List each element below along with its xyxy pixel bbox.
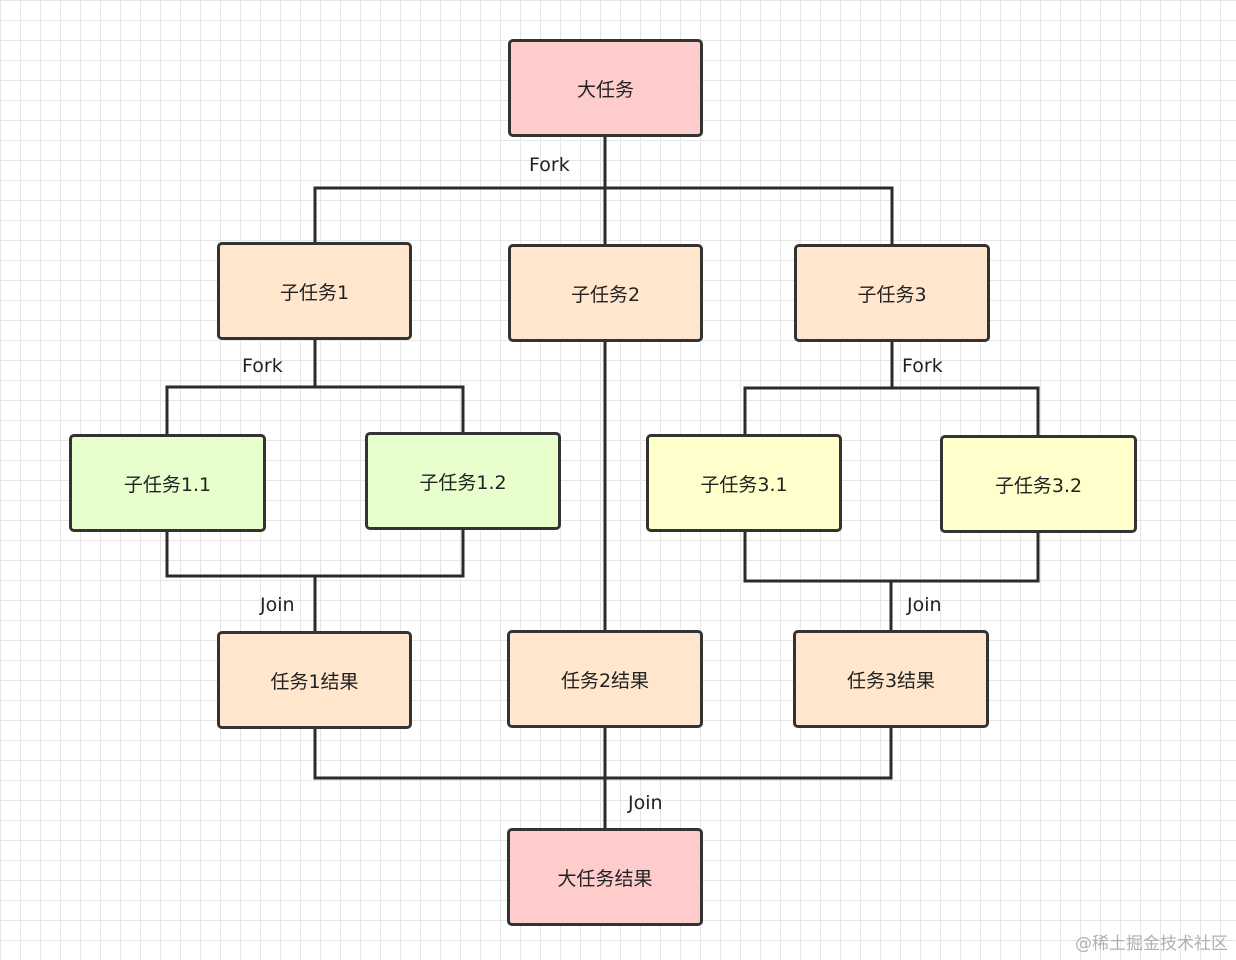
node-task-1-result: 任务1结果 <box>217 631 412 729</box>
connector-join-sub1-branches <box>165 529 465 578</box>
connector-fork-top-branches <box>313 186 894 246</box>
node-sub-task-3-1: 子任务3.1 <box>646 434 842 532</box>
node-label: 任务2结果 <box>560 669 650 692</box>
node-label: 子任务2 <box>570 283 641 306</box>
node-sub-task-2: 子任务2 <box>508 244 703 342</box>
node-label: 子任务3.2 <box>994 474 1083 497</box>
node-label: 子任务3.1 <box>700 473 788 496</box>
node-label: 大任务 <box>576 78 634 101</box>
edge-label-fork-top: Fork <box>529 154 570 176</box>
node-sub-task-1: 子任务1 <box>217 242 412 340</box>
node-label: 子任务1 <box>279 281 350 304</box>
node-label: 任务3结果 <box>846 669 936 692</box>
edge-label-join-final: Join <box>628 792 663 814</box>
node-big-task-result: 大任务结果 <box>507 828 703 926</box>
node-sub-task-3-2: 子任务3.2 <box>940 435 1137 533</box>
connector-join-sub3-branches <box>743 532 1040 583</box>
node-label: 任务1结果 <box>270 670 359 693</box>
connector-fork-sub3-branches <box>743 386 1040 437</box>
node-big-task: 大任务 <box>508 39 703 137</box>
connector-fork-sub1-branches <box>165 385 465 435</box>
watermark: @稀土掘金技术社区 <box>1075 934 1228 954</box>
node-sub-task-1-2: 子任务1.2 <box>365 432 561 530</box>
node-sub-task-3: 子任务3 <box>794 244 990 342</box>
node-label: 大任务结果 <box>557 867 653 890</box>
node-label: 子任务1.2 <box>419 471 507 494</box>
node-sub-task-1-1: 子任务1.1 <box>69 434 266 532</box>
node-label: 子任务3 <box>857 283 927 306</box>
edge-label-fork-sub-1: Fork <box>242 355 283 377</box>
edge-label-fork-sub-3: Fork <box>902 355 943 377</box>
node-label: 子任务1.1 <box>123 473 212 496</box>
edge-label-join-sub-1: Join <box>260 594 295 616</box>
node-task-2-result: 任务2结果 <box>507 630 703 728</box>
connector-join-final-branches <box>313 728 893 780</box>
edge-label-join-sub-3: Join <box>907 594 942 616</box>
node-task-3-result: 任务3结果 <box>793 630 989 728</box>
